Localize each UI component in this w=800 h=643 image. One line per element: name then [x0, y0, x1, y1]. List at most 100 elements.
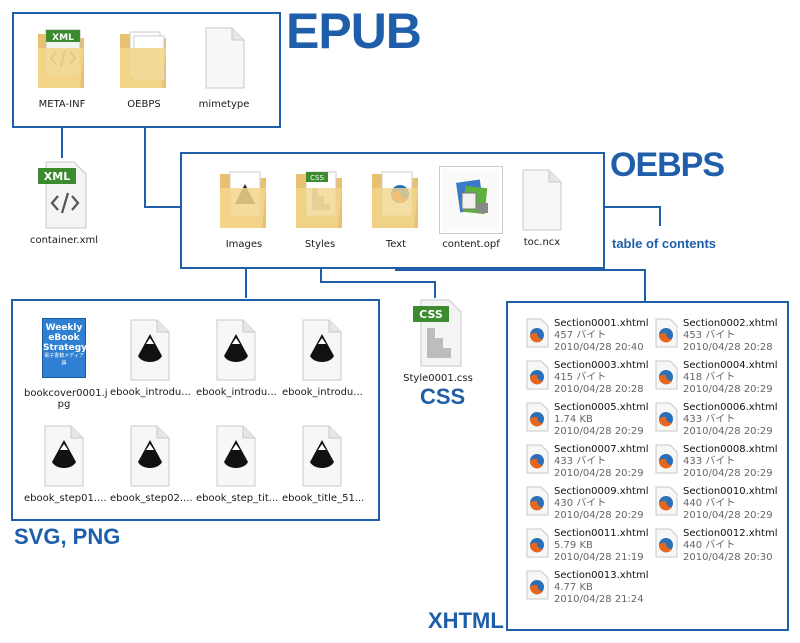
xhtml-file-name: Section0001.xhtml	[554, 318, 649, 329]
container-xml-label: container.xml	[29, 235, 99, 246]
folder-images-label: Images	[225, 239, 263, 250]
xhtml-label: XHTML	[428, 608, 504, 633]
cover-title-line3: Strategy	[43, 343, 88, 353]
xhtml-file-size: 453 バイト	[683, 330, 736, 341]
ebook-step02-label: ebook_step02....	[110, 493, 193, 504]
xhtml-file-size: 1.74 KB	[554, 414, 593, 425]
firefox-file-icon	[653, 528, 679, 564]
folder-styles[interactable]: CSS Styles	[288, 164, 352, 250]
file-ebook-step01[interactable]: ebook_step01....	[24, 424, 107, 504]
table-of-contents-label: table of contents	[612, 236, 717, 251]
xhtml-file-date: 2010/04/28 21:19	[554, 552, 644, 563]
ebook-step-tit-label: ebook_step_tit...	[196, 493, 279, 504]
folder-text-label: Text	[385, 239, 407, 250]
firefox-file-icon	[653, 444, 679, 480]
firefox-file-icon	[524, 528, 550, 564]
xhtml-file-size: 457 バイト	[554, 330, 607, 341]
xhtml-file-size: 418 バイト	[683, 372, 736, 383]
folder-oebps[interactable]: OEBPS	[112, 24, 176, 110]
css-badge-text: CSS	[419, 308, 443, 321]
file-ebook-introdu-1[interactable]: ebook_introdu...	[110, 318, 191, 398]
xhtml-file-size: 433 バイト	[683, 456, 736, 467]
xhtml-file-date: 2010/04/28 20:28	[683, 342, 773, 353]
ebook-title-51-label: ebook_title_51...	[282, 493, 365, 504]
content-opf-label: content.opf	[442, 239, 500, 250]
firefox-file-icon	[524, 570, 550, 606]
inkscape-file-icon	[39, 424, 89, 488]
file-content-opf[interactable]: content.opf	[436, 166, 506, 250]
xhtml-file-date: 2010/04/28 20:29	[683, 426, 773, 437]
folder-images-icon	[216, 164, 272, 234]
file-ebook-introdu-2[interactable]: ebook_introdu...	[196, 318, 277, 398]
folder-css-icon: CSS	[292, 164, 348, 234]
file-container-xml[interactable]: XML container.xml	[26, 160, 102, 246]
xhtml-file-name: Section0009.xhtml	[554, 486, 649, 497]
inkscape-file-icon	[211, 424, 261, 488]
file-ebook-title-51[interactable]: ebook_title_51...	[282, 424, 365, 504]
book-cover-thumbnail: Weekly eBook Strategy 電子書籍メディア論	[42, 318, 88, 378]
xhtml-file-date: 2010/04/28 20:30	[683, 552, 773, 563]
xhtml-file-size: 4.77 KB	[554, 582, 593, 593]
xhtml-file-date: 2010/04/28 20:29	[554, 426, 644, 437]
folder-text[interactable]: Text	[364, 164, 428, 250]
folder-icon	[116, 24, 172, 94]
firefox-file-icon	[653, 360, 679, 396]
ebook-introdu-3-label: ebook_introdu...	[282, 387, 363, 398]
file-toc-ncx[interactable]: toc.ncx	[514, 168, 570, 248]
xhtml-box	[506, 301, 789, 631]
folder-xml-icon: XML	[34, 24, 90, 94]
inkscape-file-icon	[125, 318, 175, 382]
xhtml-file-name: Section0013.xhtml	[554, 570, 649, 581]
file-bookcover[interactable]: Weekly eBook Strategy 電子書籍メディア論 bookcove…	[24, 318, 108, 410]
xhtml-file-size: 440 バイト	[683, 498, 736, 509]
firefox-file-icon	[524, 402, 550, 438]
xhtml-file-date: 2010/04/28 20:29	[554, 510, 644, 521]
cover-title-line2: eBook	[48, 333, 80, 343]
bookcover-label-2: pg	[57, 399, 71, 410]
file-ebook-step02[interactable]: ebook_step02....	[110, 424, 193, 504]
xhtml-file-name: Section0008.xhtml	[683, 444, 778, 455]
xhtml-file-name: Section0004.xhtml	[683, 360, 778, 371]
folder-oebps-label: OEBPS	[127, 99, 161, 110]
style-css-label: Style0001.css	[403, 373, 473, 384]
inkscape-file-icon	[297, 424, 347, 488]
xhtml-file-name: Section0007.xhtml	[554, 444, 649, 455]
inkscape-file-icon	[125, 424, 175, 488]
file-ebook-step-tit[interactable]: ebook_step_tit...	[196, 424, 279, 504]
ebook-step01-label: ebook_step01....	[24, 493, 107, 504]
xhtml-file-size: 5.79 KB	[554, 540, 593, 551]
file-mimetype[interactable]: mimetype	[192, 24, 256, 110]
file-style0001-css[interactable]: CSS Style0001.css	[398, 298, 478, 384]
toc-ncx-label: toc.ncx	[523, 237, 561, 248]
xhtml-file-date: 2010/04/28 20:29	[683, 510, 773, 521]
folder-meta-inf-label: META-INF	[38, 99, 86, 110]
file-mimetype-label: mimetype	[198, 99, 250, 110]
blank-file-icon	[517, 168, 567, 232]
inkscape-file-icon	[211, 318, 261, 382]
cover-subtitle: 電子書籍メディア論	[44, 353, 84, 366]
xhtml-file-size: 430 バイト	[554, 498, 607, 509]
css-file-icon: CSS	[407, 298, 469, 368]
xhtml-file-name: Section0003.xhtml	[554, 360, 649, 371]
file-ebook-introdu-3[interactable]: ebook_introdu...	[282, 318, 363, 398]
firefox-file-icon	[653, 318, 679, 354]
xml-file-icon: XML	[34, 160, 94, 230]
xhtml-file-name: Section0006.xhtml	[683, 402, 778, 413]
folder-images[interactable]: Images	[212, 164, 276, 250]
xhtml-file-name: Section0002.xhtml	[683, 318, 778, 329]
firefox-file-icon	[524, 444, 550, 480]
folder-meta-inf[interactable]: XML META-INF	[30, 24, 94, 110]
